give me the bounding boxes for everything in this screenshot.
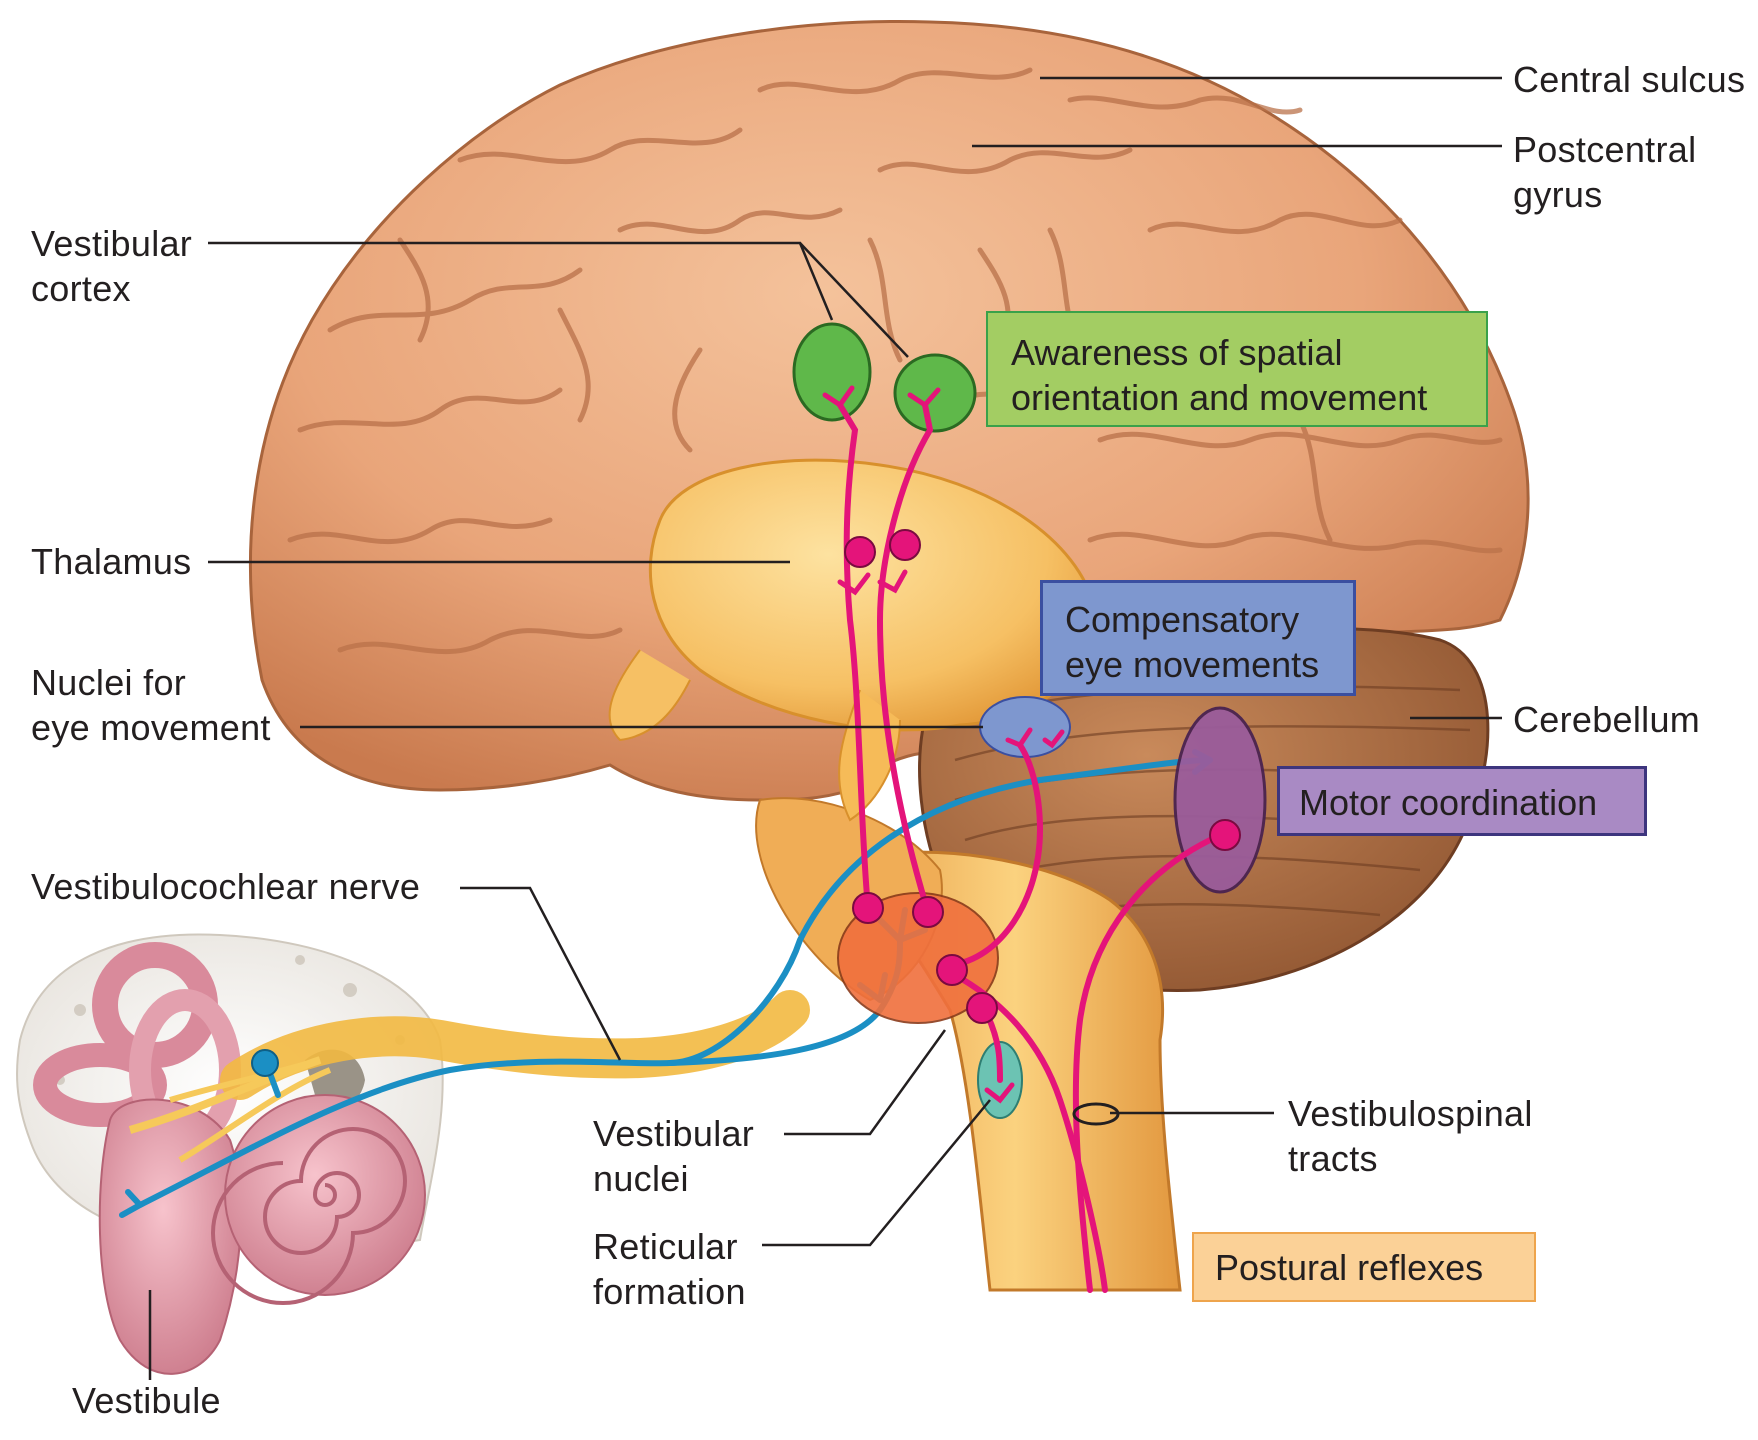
label-vestibulospinal-tracts: Vestibulospinal tracts [1288, 1091, 1533, 1181]
box-postural-text: Postural reflexes [1215, 1247, 1484, 1288]
vestibular-neuron-2 [912, 896, 944, 928]
label-nuclei-eye-movement: Nuclei for eye movement [31, 660, 271, 750]
pathway-cell-bodies [844, 529, 1241, 1024]
vestibular-cortex-patch-1 [792, 322, 872, 422]
vestibular-ganglion [251, 1049, 279, 1077]
cerebellum-target-region [1173, 706, 1267, 894]
box-eye-line2: eye movements [1065, 644, 1320, 685]
box-motor-text: Motor coordination [1299, 782, 1598, 823]
label-nuclei-eye-movement-line1: Nuclei for [31, 662, 187, 703]
label-vestibulospinal-tracts-line2: tracts [1288, 1138, 1378, 1179]
label-nuclei-eye-movement-line2: eye movement [31, 707, 271, 748]
thalamic-neuron-1 [844, 536, 876, 568]
vestibular-neuron-3 [936, 954, 968, 986]
label-vestibule: Vestibule [72, 1380, 221, 1421]
box-postural-reflexes: Postural reflexes [1192, 1232, 1536, 1302]
label-cerebellum: Cerebellum [1513, 699, 1701, 740]
label-vestibular-cortex-line1: Vestibular [31, 223, 193, 264]
label-vestibular-cortex-line2: cortex [31, 268, 131, 309]
thalamus-structure [608, 458, 1097, 822]
cerebellar-neuron [1209, 819, 1241, 851]
label-thalamus: Thalamus [31, 541, 192, 582]
label-postcentral-gyrus-line1: Postcentral [1513, 129, 1697, 170]
label-postcentral-gyrus: Postcentral gyrus [1513, 127, 1696, 217]
label-reticular-formation-line1: Reticular [593, 1226, 738, 1267]
label-central-sulcus: Central sulcus [1513, 59, 1746, 100]
leader-lines [148, 76, 1502, 1380]
vestibular-neuron-4 [966, 992, 998, 1024]
label-vestibular-nuclei: Vestibular nuclei [593, 1111, 754, 1201]
label-vestibular-cortex: Vestibular cortex [31, 221, 192, 311]
label-vestibular-nuclei-line2: nuclei [593, 1158, 689, 1199]
label-vestibulospinal-tracts-line1: Vestibulospinal [1288, 1093, 1533, 1134]
label-reticular-formation: Reticular formation [593, 1224, 746, 1314]
label-reticular-formation-line2: formation [593, 1271, 746, 1312]
box-awareness-line2: orientation and movement [1011, 377, 1428, 418]
label-postcentral-gyrus-line2: gyrus [1513, 174, 1603, 215]
box-eye-line1: Compensatory [1065, 599, 1300, 640]
box-motor-coordination: Motor coordination [1277, 766, 1647, 836]
vestibular-neuron-1 [852, 892, 884, 924]
vestibular-pathways [837, 402, 1213, 1293]
box-awareness-spatial-orientation: Awareness of spatial orientation and mov… [986, 311, 1488, 427]
vestibular-nuclei-region [837, 892, 999, 1024]
label-vestibulocochlear-nerve: Vestibulocochlear nerve [31, 866, 421, 907]
box-compensatory-eye-movements: Compensatory eye movements [1040, 580, 1356, 696]
box-awareness-line1: Awareness of spatial [1011, 332, 1343, 373]
pathway-terminals [822, 385, 1065, 1104]
label-vestibular-nuclei-line1: Vestibular [593, 1113, 755, 1154]
thalamic-neuron-2 [889, 529, 921, 561]
